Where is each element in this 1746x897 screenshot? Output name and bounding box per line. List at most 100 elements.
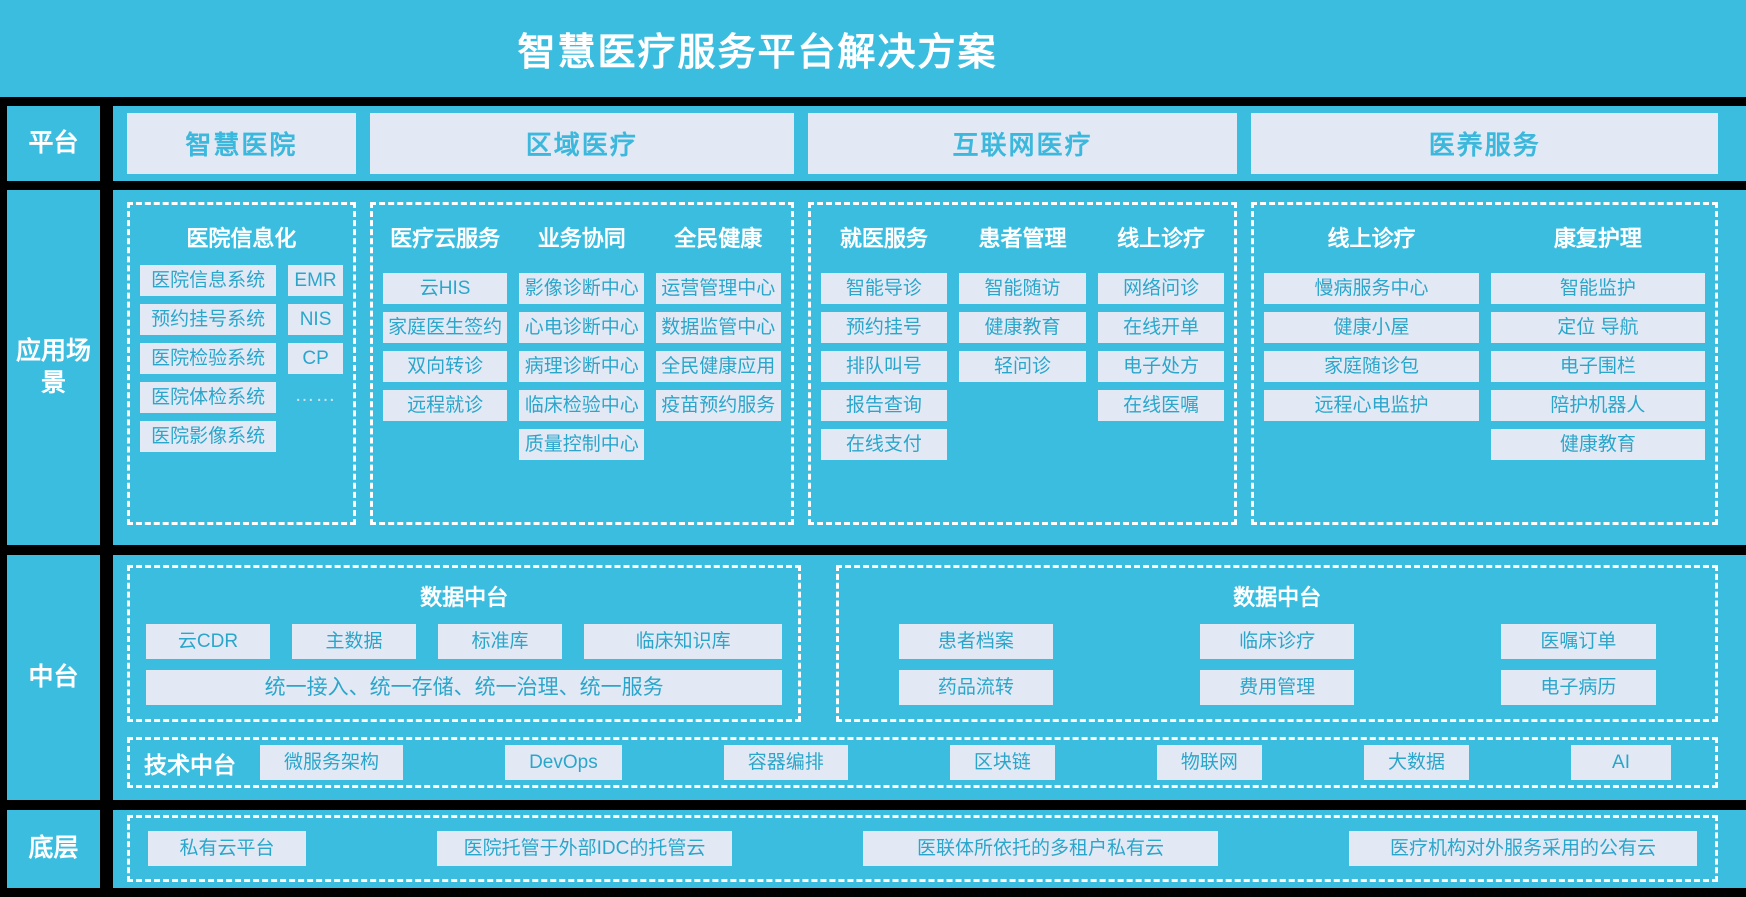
more-ellipsis: …… — [294, 384, 337, 406]
app-item-box: 在线支付 — [820, 429, 948, 460]
app-item-box: 报告查询 — [820, 390, 948, 421]
column-items: 智能监护定位 导航电子围栏陪护机器人健康教育 — [1490, 273, 1705, 460]
data-platform-header: 数据中台 — [420, 585, 509, 610]
tech-item-box: AI — [1571, 745, 1671, 780]
row-label-middle: 中台 — [28, 662, 79, 691]
app-item-box: 陪护机器人 — [1490, 390, 1705, 421]
data-platform-header: 数据中台 — [1233, 585, 1322, 610]
app-item-box: 全民健康应用 — [656, 351, 781, 382]
infrastructure-box: 私有云平台医院托管于外部IDC的托管云医联体所依托的多租户私有云医疗机构对外服务… — [127, 815, 1718, 882]
app-item-box: EMR — [288, 265, 343, 296]
app-item-box: 电子围栏 — [1490, 351, 1705, 382]
column-online-diagnosis: 线上诊疗 网络问诊在线开单电子处方在线医嘱 — [1097, 213, 1225, 421]
tech-item-box: DevOps — [505, 745, 622, 780]
app-item-box: 排队叫号 — [820, 351, 948, 382]
scenario-group-internet: 就医服务 智能导诊预约挂号排队叫号报告查询在线支付 患者管理 智能随访健康教育轻… — [807, 202, 1238, 525]
column-header: 业务协同 — [537, 226, 626, 251]
app-item-box: 运营管理中心 — [656, 273, 781, 304]
app-item-box: 心电诊断中心 — [519, 312, 645, 343]
scenarios-content: 医院信息化 医院信息系统预约挂号系统医院检验系统医院体检系统医院影像系统 EMR… — [113, 190, 1746, 545]
app-item-box: 医院信息系统 — [140, 265, 277, 296]
group-columns: 线上诊疗 慢病服务中心健康小屋家庭随诊包远程心电监护 康复护理 智能监护定位 导… — [1264, 213, 1705, 460]
app-item-box: 病理诊断中心 — [519, 351, 645, 382]
column-items: 影像诊断中心心电诊断中心病理诊断中心临床检验中心质量控制中心 — [519, 273, 645, 460]
divider-line — [100, 810, 113, 888]
abbr-column: EMR NIS CP …… — [288, 265, 343, 413]
column-items: 智能随访健康教育轻问诊 — [959, 273, 1086, 382]
cloud-item-box: 医疗机构对外服务采用的公有云 — [1349, 831, 1697, 866]
column-items: 慢病服务中心健康小屋家庭随诊包远程心电监护 — [1264, 273, 1479, 421]
app-item-box: 家庭医生签约 — [382, 312, 508, 343]
cloud-item-box: 医院托管于外部IDC的托管云 — [437, 831, 732, 866]
tech-item-box: 大数据 — [1363, 745, 1469, 780]
app-item-box: 电子处方 — [1097, 351, 1225, 382]
title-zone: 智慧医疗服务平台解决方案 — [0, 0, 1746, 97]
tech-platform-label: 技术中台 — [144, 751, 236, 778]
app-item-box: 远程就诊 — [382, 390, 508, 421]
divider-line — [7, 545, 1746, 555]
app-item-box: 疫苗预约服务 — [656, 390, 781, 421]
app-item-box: CP — [288, 343, 343, 374]
app-item-box: 远程心电监护 — [1264, 390, 1479, 421]
platform-box-regional: 区域医疗 — [369, 113, 794, 174]
tech-item-box: 微服务架构 — [260, 745, 404, 780]
page-title: 智慧医疗服务平台解决方案 — [517, 32, 998, 74]
column-rehab-nursing: 康复护理 智能监护定位 导航电子围栏陪护机器人健康教育 — [1490, 213, 1705, 460]
divider-line — [100, 555, 113, 800]
app-item-box: 定位 导航 — [1490, 312, 1705, 343]
app-item-box: NIS — [288, 304, 343, 335]
column-collaboration: 业务协同 影像诊断中心心电诊断中心病理诊断中心临床检验中心质量控制中心 — [519, 213, 645, 460]
app-item-box: 医院影像系统 — [140, 421, 277, 452]
app-item-box: 网络问诊 — [1097, 273, 1225, 304]
app-item-box: 智能监护 — [1490, 273, 1705, 304]
row-label-platform: 平台 — [28, 128, 79, 157]
data-item-box: 云CDR — [146, 624, 270, 659]
platform-grid: 智慧医院 区域医疗 互联网医疗 医养服务 — [113, 106, 1746, 181]
data-item-box: 主数据 — [291, 624, 416, 659]
group-columns: 就医服务 智能导诊预约挂号排队叫号报告查询在线支付 患者管理 智能随访健康教育轻… — [820, 213, 1225, 460]
app-item-box: 双向转诊 — [382, 351, 508, 382]
data-item-box: 临床知识库 — [583, 624, 783, 659]
cloud-items: 私有云平台医院托管于外部IDC的托管云医联体所依托的多租户私有云医疗机构对外服务… — [148, 831, 1697, 866]
unified-service-bar: 统一接入、统一存储、统一治理、统一服务 — [146, 670, 783, 705]
divider-line — [7, 97, 1746, 106]
column-header: 医疗云服务 — [390, 226, 501, 251]
app-item-box: 智能导诊 — [820, 273, 948, 304]
group-columns: 医院信息系统预约挂号系统医院检验系统医院体检系统医院影像系统 EMR NIS CP … — [140, 265, 343, 452]
systems-column: 医院信息系统预约挂号系统医院检验系统医院体检系统医院影像系统 — [140, 265, 277, 452]
column-items: 网络问诊在线开单电子处方在线医嘱 — [1097, 273, 1225, 421]
cloud-item-box: 私有云平台 — [148, 831, 306, 866]
column-public-health: 全民健康 运营管理中心数据监管中心全民健康应用疫苗预约服务 — [656, 213, 781, 421]
abbr-items: EMR NIS CP — [288, 265, 343, 374]
data-item-box: 医嘱订单 — [1501, 624, 1656, 659]
divider-line — [100, 106, 113, 181]
divider-line — [7, 181, 1746, 190]
divider-line — [100, 190, 113, 545]
platform-content: 智慧医院 区域医疗 互联网医疗 医养服务 — [113, 106, 1746, 181]
band-bottom: 底层 私有云平台医院托管于外部IDC的托管云医联体所依托的多租户私有云医疗机构对… — [7, 810, 1746, 888]
app-item-box: 健康小屋 — [1264, 312, 1479, 343]
app-item-box: 轻问诊 — [959, 351, 1086, 382]
app-item-box: 家庭随诊包 — [1264, 351, 1479, 382]
app-item-box: 医院检验系统 — [140, 343, 277, 374]
app-item-box: 质量控制中心 — [519, 429, 645, 460]
scenario-group-hospital-info: 医院信息化 医院信息系统预约挂号系统医院检验系统医院体检系统医院影像系统 EMR… — [127, 202, 356, 525]
row-label-scenarios: 应用场景 — [15, 337, 91, 397]
platform-box-internet: 互联网医疗 — [807, 113, 1238, 174]
tech-item-box: 物联网 — [1156, 745, 1262, 780]
data-item-box: 患者档案 — [898, 624, 1054, 659]
app-item-box: 健康教育 — [1490, 429, 1705, 460]
column-header: 就医服务 — [839, 226, 928, 251]
column-items: 智能导诊预约挂号排队叫号报告查询在线支付 — [820, 273, 948, 460]
app-item-box: 健康教育 — [959, 312, 1086, 343]
